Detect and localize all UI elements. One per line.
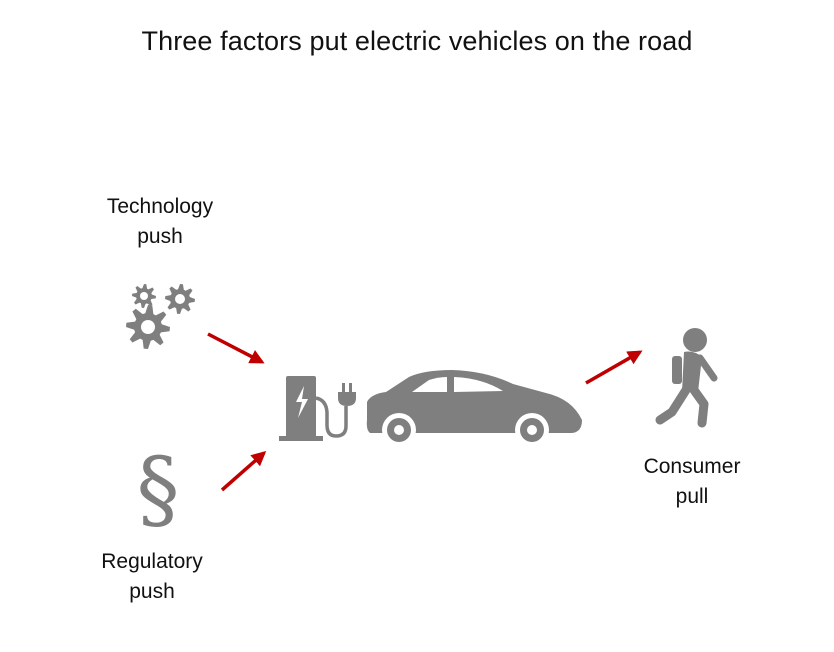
consumer-label-line1: Consumer xyxy=(643,455,741,478)
consumer-arrow xyxy=(585,350,643,385)
technology-arrow xyxy=(207,332,265,364)
diagram-title: Three factors put electric vehicles on t… xyxy=(141,26,693,56)
car-icon xyxy=(366,370,582,447)
technology-label-line1: Technology xyxy=(106,195,214,218)
technology-push-label: Technology push xyxy=(60,192,260,252)
gears-icon xyxy=(126,284,195,349)
walking-person-icon xyxy=(655,328,718,428)
plug-icon xyxy=(338,383,356,406)
technology-label-line2: push xyxy=(137,225,183,248)
charging-station-icon xyxy=(279,376,348,441)
section-sign-icon: § xyxy=(136,440,180,540)
regulatory-label-line1: Regulatory xyxy=(101,550,203,573)
consumer-pull-label: Consumer pull xyxy=(592,452,792,512)
consumer-label-line2: pull xyxy=(675,485,709,508)
regulatory-push-label: Regulatory push xyxy=(52,547,252,607)
regulatory-arrow xyxy=(220,451,267,492)
regulatory-label-line2: push xyxy=(129,580,175,603)
